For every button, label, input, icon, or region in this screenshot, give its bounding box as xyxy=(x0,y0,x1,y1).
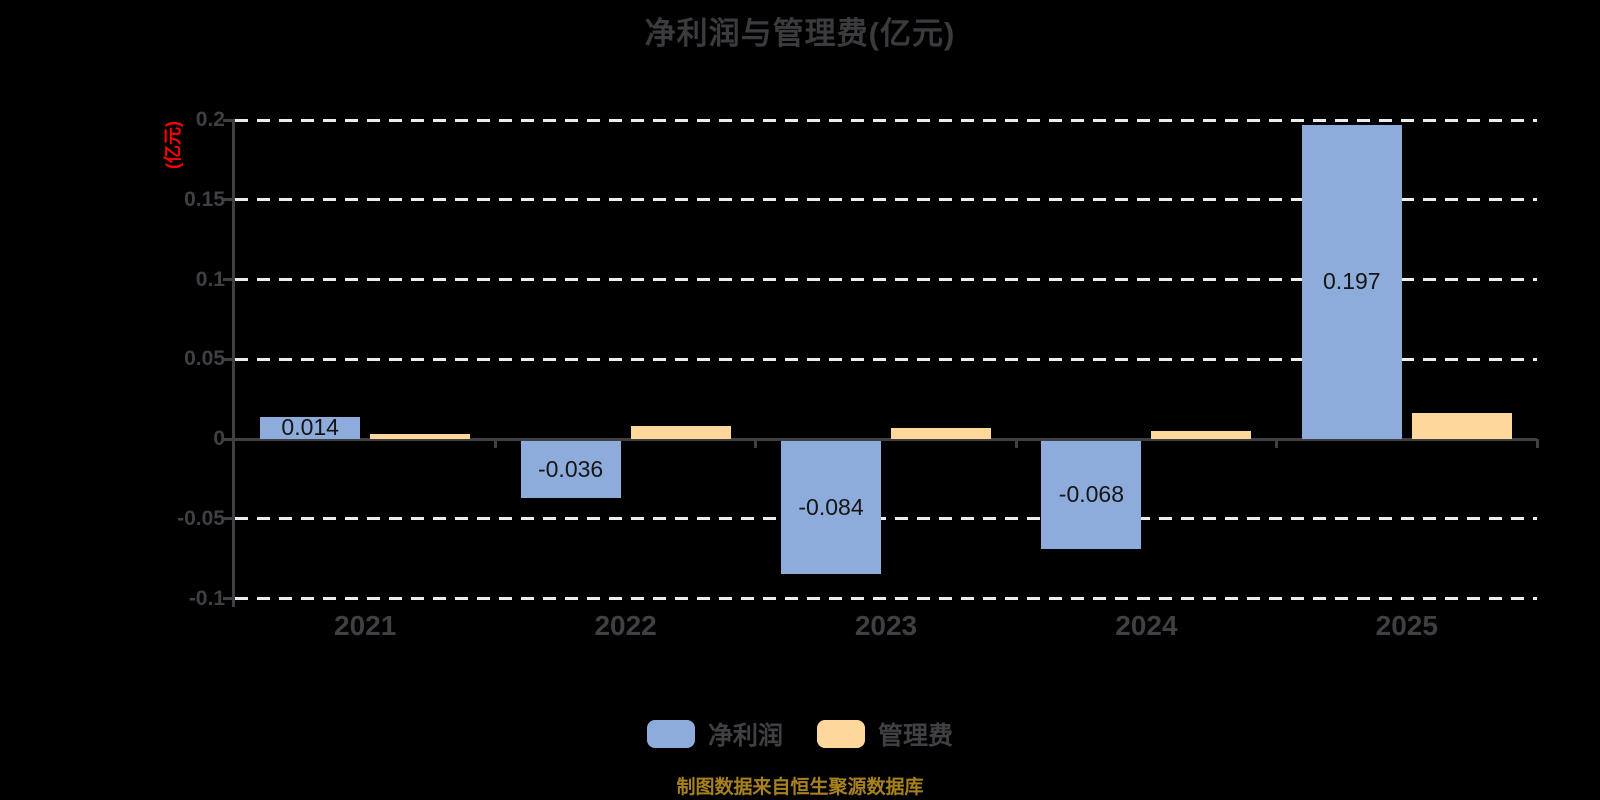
x-tick-label: 2021 xyxy=(334,610,397,641)
net-profit-swatch xyxy=(646,720,695,748)
net-profit-bar: -0.068 xyxy=(1041,440,1142,549)
y-tick-mark xyxy=(223,437,235,441)
gridline xyxy=(235,118,1537,122)
management-fee-bar xyxy=(1411,413,1512,439)
x-tick-label: 2022 xyxy=(594,610,657,641)
bar-value-label: 0.014 xyxy=(281,414,339,441)
x-tick-mark xyxy=(493,439,497,448)
x-tick-label: 2023 xyxy=(854,610,918,641)
gridline xyxy=(235,517,1537,521)
x-tick-mark xyxy=(1275,439,1279,448)
management-fee-bar xyxy=(630,426,731,439)
y-tick-mark xyxy=(223,517,235,521)
bar-value-label: -0.036 xyxy=(537,455,604,482)
y-axis-line xyxy=(232,120,235,607)
x-tick-label: 2024 xyxy=(1115,610,1178,641)
gridline xyxy=(235,357,1537,361)
y-tick-mark xyxy=(223,118,235,122)
y-tick-label: -0.1 xyxy=(188,586,225,610)
legend-item-management-fee: 管理费 xyxy=(817,716,953,752)
y-tick-mark xyxy=(223,357,235,361)
y-tick-label: 0.05 xyxy=(184,347,225,371)
gridline xyxy=(235,278,1537,281)
legend-label: 管理费 xyxy=(878,722,954,750)
legend: 净利润 管理费 xyxy=(0,716,1600,752)
chart-title: 净利润与管理费(亿元) xyxy=(644,16,956,51)
bar-value-label: -0.084 xyxy=(798,493,864,520)
management-fee-bar xyxy=(1151,431,1252,439)
net-profit-bar: 0.014 xyxy=(260,414,361,441)
net-profit-bar: -0.036 xyxy=(520,440,621,498)
x-tick-mark xyxy=(1014,439,1018,448)
y-tick-mark xyxy=(223,597,235,600)
y-tick-label: 0 xyxy=(213,427,225,450)
x-axis-zero-line xyxy=(235,437,1537,441)
legend-label: 净利润 xyxy=(707,722,783,750)
legend-item-net-profit: 净利润 xyxy=(646,716,783,752)
bar-value-label: -0.068 xyxy=(1058,481,1124,508)
y-tick-label: 0.15 xyxy=(184,187,225,211)
net-profit-bar: -0.084 xyxy=(781,440,881,575)
net-profit-bar: 0.197 xyxy=(1301,124,1402,439)
y-tick-label: 0.1 xyxy=(195,267,225,291)
y-tick-mark xyxy=(223,198,235,202)
data-source-note: 制图数据来自恒生聚源数据库 xyxy=(676,777,924,798)
x-tick-label: 2025 xyxy=(1375,610,1438,641)
management-fee-swatch xyxy=(817,720,865,748)
gridline xyxy=(235,597,1537,600)
x-tick-mark xyxy=(1535,439,1539,448)
bar-value-label: 0.197 xyxy=(1323,268,1381,295)
x-tick-mark xyxy=(754,439,758,448)
y-tick-mark xyxy=(223,278,235,281)
y-tick-label: -0.05 xyxy=(177,506,225,530)
management-fee-bar xyxy=(370,434,471,439)
management-fee-bar xyxy=(891,427,991,439)
y-tick-label: 0.2 xyxy=(195,108,225,131)
gridline xyxy=(235,198,1537,202)
